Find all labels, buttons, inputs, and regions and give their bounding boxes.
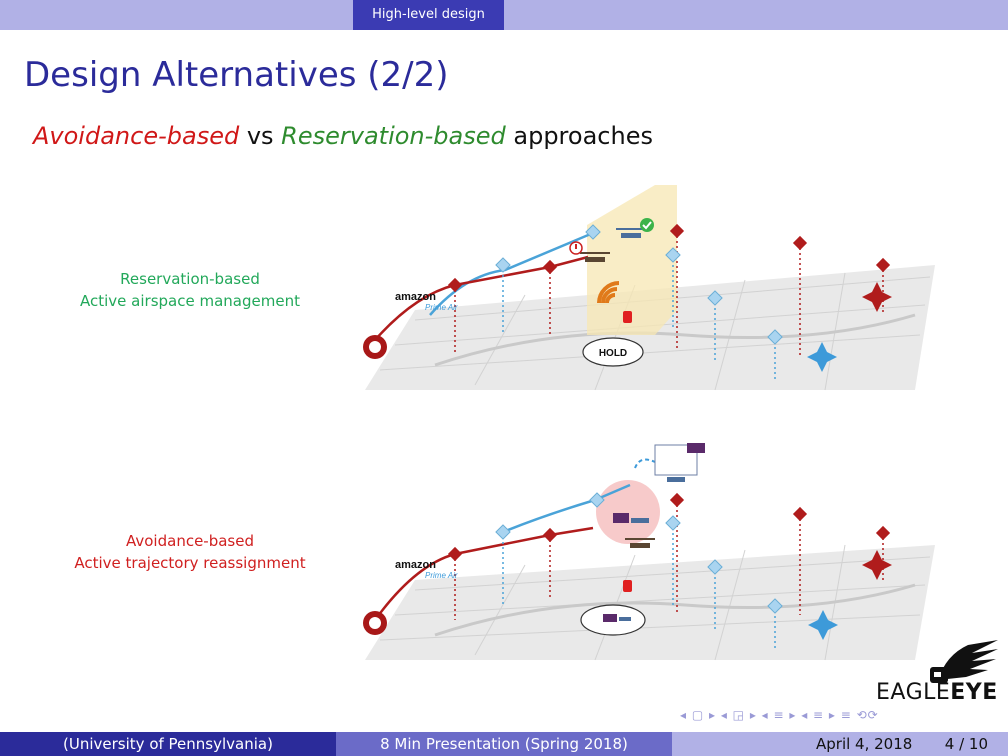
slide-title: Design Alternatives (2/2) [24, 55, 449, 95]
avoidance-label: Avoidance-based Active trajectory reassi… [60, 530, 320, 574]
subtitle-avoidance: Avoidance-based [33, 122, 239, 150]
section-tab[interactable]: High-level design [353, 0, 504, 30]
brand-logo: amazon [395, 559, 436, 571]
avoidance-diagram: amazon Prime Air [355, 440, 945, 665]
slide-subtitle: Avoidance-based vs Reservation-based app… [33, 122, 653, 150]
conflict-zone [596, 480, 660, 544]
subtitle-reservation: Reservation-based [281, 122, 506, 150]
reservation-label-line1: Reservation-based [60, 268, 320, 290]
eagleeye-wordmark: EAGLEEYE [876, 680, 998, 705]
footer-date: April 4, 2018 [816, 732, 912, 756]
logo-part1: EAGLE [876, 680, 950, 705]
hold-callout-text: HOLD [599, 348, 627, 359]
reservation-label: Reservation-based Active airspace manage… [60, 268, 320, 312]
drone-icon [655, 443, 705, 482]
avoidance-label-line2: Active trajectory reassignment [60, 552, 320, 574]
avoidance-label-line1: Avoidance-based [60, 530, 320, 552]
reroute-arrow [635, 460, 655, 468]
hold-object-icon [623, 311, 632, 323]
brand-logo: amazon [395, 291, 436, 303]
header-bar: High-level design [0, 0, 1008, 30]
subtitle-vs: vs [239, 122, 281, 150]
logo-part2: EYE [950, 680, 998, 705]
check-icon [640, 218, 654, 232]
footer-event: 8 Min Presentation (Spring 2018) [336, 732, 672, 756]
reservation-diagram: amazon Prime Air HOLD [355, 185, 945, 395]
reservation-label-line2: Active airspace management [60, 290, 320, 312]
hold-object-icon [623, 580, 632, 592]
beamer-navigation[interactable]: ◂ ▢ ▸ ◂ ◲ ▸ ◂ ≡ ▸ ◂ ≡ ▸ ≡ ⟲⟳ [680, 708, 879, 722]
page-number: 4 / 10 [945, 732, 988, 756]
footer: (University of Pennsylvania) 8 Min Prese… [0, 732, 1008, 756]
footer-institution: (University of Pennsylvania) [0, 732, 336, 756]
footer-right: April 4, 2018 4 / 10 [672, 732, 1008, 756]
brand-logo-sub: Prime Air [425, 571, 458, 580]
brand-logo-sub: Prime Air [425, 303, 458, 312]
subtitle-approaches: approaches [506, 122, 653, 150]
